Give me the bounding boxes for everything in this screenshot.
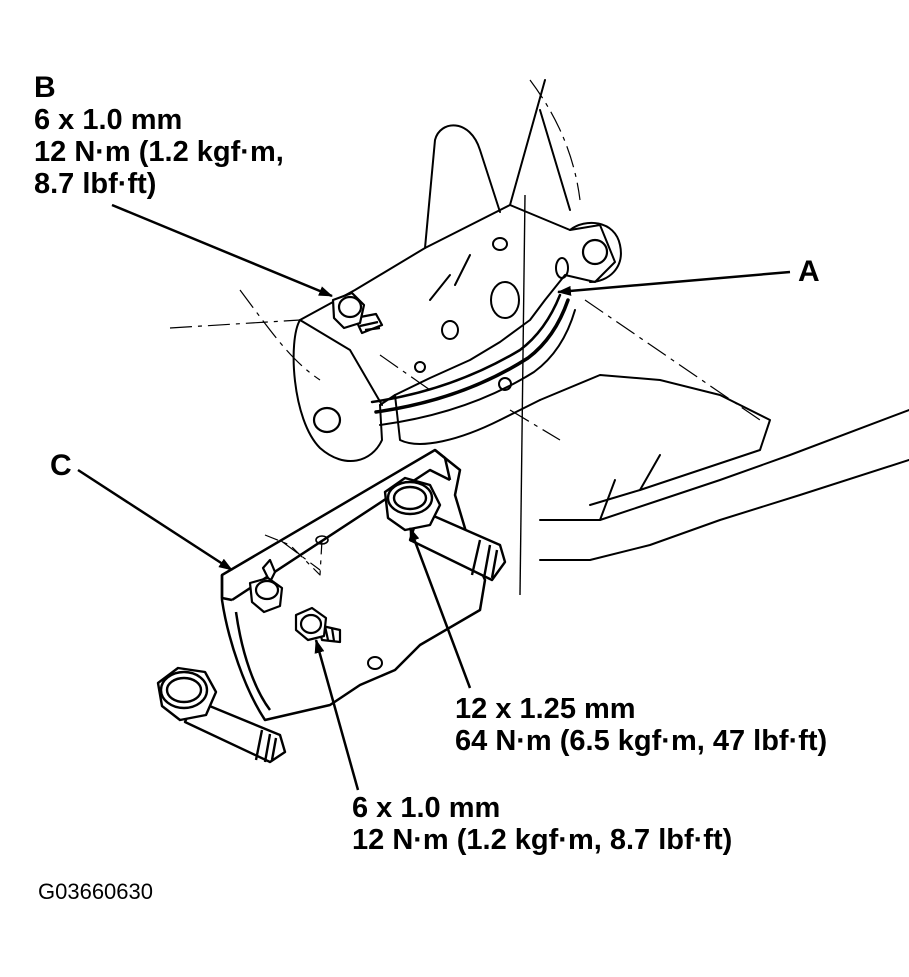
- bolt-b-torque-line1: 12 N·m (1.2 kgf·m,: [34, 136, 284, 168]
- arrow-to-bracket-c: [77, 468, 233, 572]
- callout-a: A: [798, 255, 820, 288]
- bracket-bolt-upper-icon: [248, 558, 284, 614]
- bolt-small-label-group: 6 x 1.0 mm 12 N·m (1.2 kgf·m, 8.7 lbf·ft…: [352, 792, 732, 856]
- phantom-lines: [169, 79, 761, 571]
- arrow-to-bolt-b: [111, 203, 333, 298]
- bolt-b-torque-line2: 8.7 lbf·ft): [34, 168, 157, 200]
- bolt-b-label-group: B 6 x 1.0 mm 12 N·m (1.2 kgf·m, 8.7 lbf·…: [34, 71, 284, 201]
- bracket-bolt-small-icon: [294, 606, 342, 644]
- loose-bolt-large-icon: [156, 666, 287, 764]
- bolt-large-size: 12 x 1.25 mm: [455, 693, 636, 725]
- bolt-large-label-group: 12 x 1.25 mm 64 N·m (6.5 kgf·m, 47 lbf·f…: [455, 693, 827, 757]
- arrow-to-large-bolt: [408, 527, 472, 689]
- bolt-b-size: 6 x 1.0 mm: [34, 104, 183, 136]
- bolt-small-torque: 12 N·m (1.2 kgf·m, 8.7 lbf·ft): [352, 824, 733, 856]
- callout-b: B: [34, 71, 56, 104]
- bolt-b-icon: [331, 291, 384, 335]
- engine-housing: [292, 79, 909, 561]
- leader-arrows: [77, 203, 791, 791]
- figure-id: G03660630: [38, 879, 153, 904]
- bolt-small-size: 6 x 1.0 mm: [352, 792, 501, 824]
- reference-line: [519, 194, 526, 596]
- arrow-to-part-a: [557, 270, 791, 296]
- bracket-bolt-large-icon: [383, 476, 507, 582]
- callout-c: C: [50, 449, 72, 482]
- bolt-large-torque: 64 N·m (6.5 kgf·m, 47 lbf·ft): [455, 725, 828, 757]
- arrow-to-small-bolt: [314, 639, 360, 791]
